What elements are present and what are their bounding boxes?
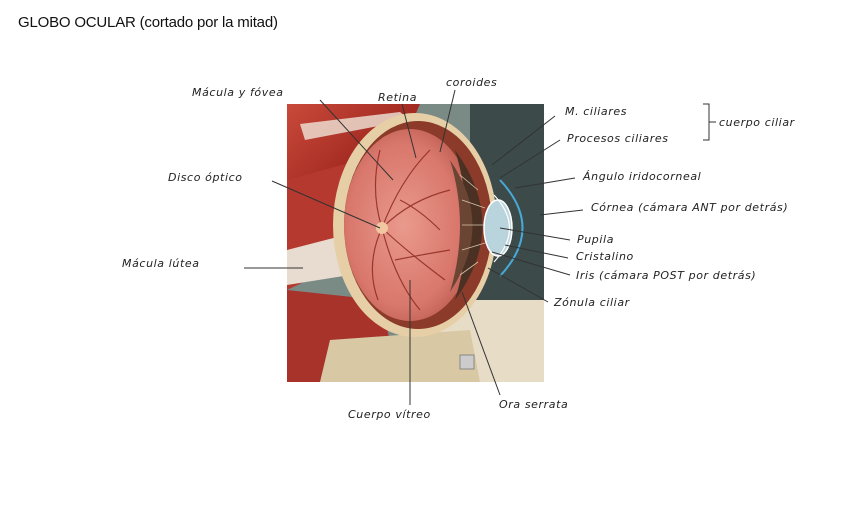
label-m-ciliares: M. ciliares xyxy=(565,105,628,118)
label-cornea: Córnea (cámara ANT por detrás) xyxy=(591,201,789,214)
label-retina: Retina xyxy=(378,91,418,104)
label-pupila: Pupila xyxy=(577,233,615,246)
label-procesos-ciliares: Procesos ciliares xyxy=(567,132,669,145)
label-zonula-ciliar: Zónula ciliar xyxy=(554,296,630,309)
label-cuerpo-vitreo: Cuerpo vítreo xyxy=(348,408,431,421)
label-cuerpo-ciliar: cuerpo ciliar xyxy=(719,116,795,129)
label-macula-lutea: Mácula lútea xyxy=(122,257,200,270)
label-macula-fovea: Mácula y fóvea xyxy=(192,86,284,99)
leader-lines xyxy=(244,89,716,405)
page-title: GLOBO OCULAR (cortado por la mitad) xyxy=(18,14,278,31)
label-coroides: coroides xyxy=(446,76,498,89)
label-cristalino: Cristalino xyxy=(576,250,634,263)
label-iris: Iris (cámara POST por detrás) xyxy=(576,269,757,282)
label-angulo-iridocorneal: Ángulo iridocorneal xyxy=(583,170,702,183)
label-ora-serrata: Ora serrata xyxy=(499,398,569,411)
label-disco-optico: Disco óptico xyxy=(168,171,243,184)
eye-model-photo xyxy=(287,104,544,382)
